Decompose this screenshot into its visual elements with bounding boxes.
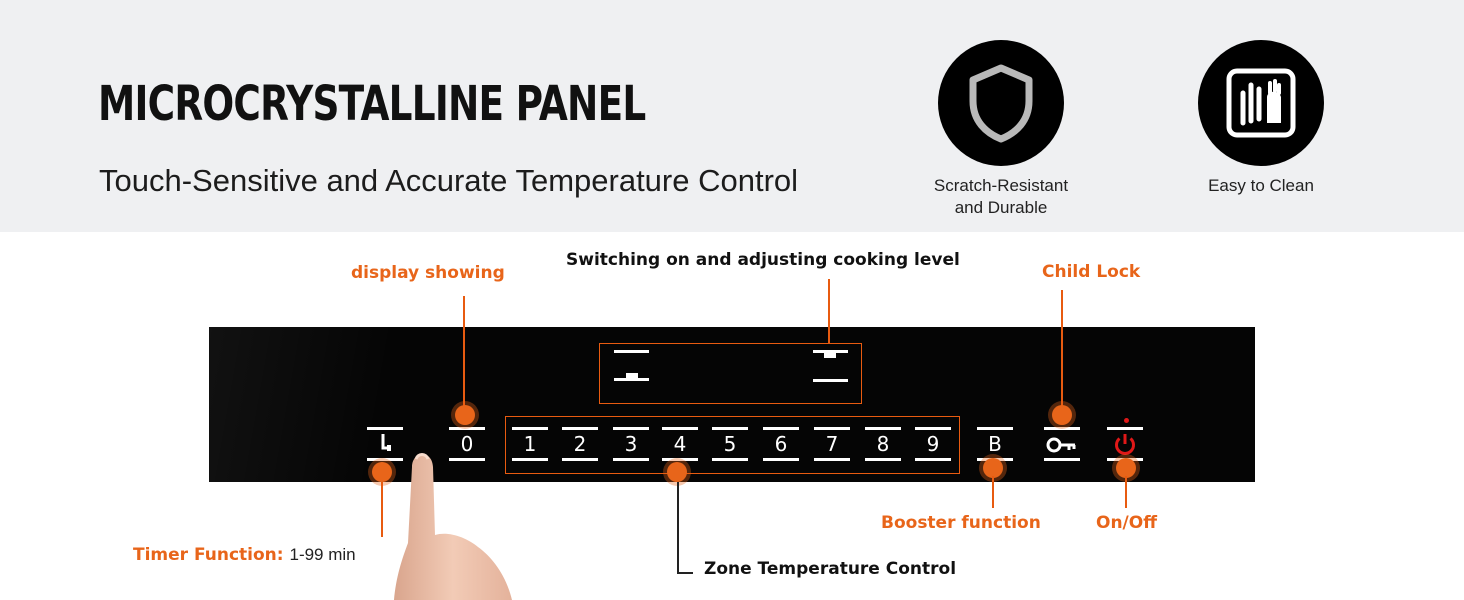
key-line	[1044, 427, 1080, 430]
callout-dot	[983, 458, 1003, 478]
key-label: 9	[926, 432, 940, 456]
key-line	[915, 427, 951, 430]
key-line	[865, 427, 901, 430]
feature-easy-clean: Easy to Clean	[1171, 40, 1351, 197]
feature-scratch-resistant: Scratch-Resistant and Durable	[911, 40, 1091, 219]
key-line	[814, 458, 850, 461]
timer-range: 1-99 min	[289, 545, 356, 564]
zone-indicator	[614, 378, 649, 381]
callout-booster: Booster function	[881, 513, 1041, 533]
key-line	[814, 427, 850, 430]
callout-dot	[455, 405, 475, 425]
cooking-level-selector	[505, 416, 960, 474]
key-line	[512, 427, 548, 430]
power-led	[1124, 418, 1129, 423]
key-line	[865, 458, 901, 461]
callout-dot	[1052, 405, 1072, 425]
callout-display-showing: display showing	[351, 263, 505, 283]
key-line	[613, 458, 649, 461]
level-key-0[interactable]: 0	[449, 427, 485, 463]
callout-line	[828, 279, 830, 343]
cooking-zone-display	[599, 343, 862, 404]
feature-caption: Scratch-Resistant and Durable	[911, 175, 1091, 219]
page-title: MICROCRYSTALLINE PANEL	[98, 76, 646, 132]
zone-indicator	[813, 379, 848, 382]
key-line	[613, 427, 649, 430]
level-key-7[interactable]: 7	[814, 427, 850, 463]
key-icon	[1046, 437, 1076, 453]
key-line	[562, 458, 598, 461]
callout-line	[1125, 476, 1127, 508]
feature-caption: Easy to Clean	[1208, 176, 1314, 195]
callout-switching: Switching on and adjusting cooking level	[566, 250, 960, 270]
timer-icon	[381, 434, 391, 451]
callout-dot	[1116, 458, 1136, 478]
callout-zone-temperature: Zone Temperature Control	[704, 559, 957, 579]
key-line	[1044, 458, 1080, 461]
panel-reflection	[209, 327, 449, 482]
shield-icon	[938, 40, 1064, 166]
key-label: 2	[573, 432, 587, 456]
key-line	[712, 427, 748, 430]
callout-on-off: On/Off	[1096, 513, 1157, 533]
zone-indicator	[824, 352, 836, 358]
callout-dot	[372, 462, 392, 482]
key-line	[915, 458, 951, 461]
level-key-6[interactable]: 6	[763, 427, 799, 463]
key-line	[562, 427, 598, 430]
key-label: 4	[673, 432, 687, 456]
key-line	[449, 427, 485, 430]
zone-indicator	[626, 373, 638, 379]
key-line	[449, 458, 485, 461]
feature-caption-line: Scratch-Resistant	[933, 176, 1069, 195]
page-subtitle: Touch-Sensitive and Accurate Temperature…	[99, 163, 799, 198]
callout-line	[677, 572, 693, 574]
finger-illustration	[394, 453, 512, 600]
callout-line	[992, 476, 994, 508]
callout-line	[677, 482, 679, 574]
callout-line	[381, 482, 383, 537]
level-key-9[interactable]: 9	[915, 427, 951, 463]
clean-hand-icon	[1198, 40, 1324, 166]
child-lock-key[interactable]	[1044, 427, 1080, 463]
callout-timer: Timer Function: 1-99 min	[133, 545, 356, 565]
key-line	[763, 427, 799, 430]
key-label: B	[988, 432, 1002, 456]
level-key-1[interactable]: 1	[512, 427, 548, 463]
level-key-5[interactable]: 5	[712, 427, 748, 463]
level-key-2[interactable]: 2	[562, 427, 598, 463]
level-key-4[interactable]: 4	[662, 427, 698, 463]
key-line	[1107, 427, 1143, 430]
key-label: 5	[723, 432, 737, 456]
key-line	[712, 458, 748, 461]
key-label: 3	[624, 432, 638, 456]
key-line	[763, 458, 799, 461]
callout-line	[1061, 290, 1063, 408]
key-line	[512, 458, 548, 461]
level-key-8[interactable]: 8	[865, 427, 901, 463]
level-key-3[interactable]: 3	[613, 427, 649, 463]
header-banner: MICROCRYSTALLINE PANEL Touch-Sensitive a…	[0, 0, 1464, 232]
key-line	[662, 458, 698, 461]
key-label: 7	[825, 432, 839, 456]
power-icon	[1115, 434, 1135, 455]
zone-indicator	[614, 350, 649, 353]
callout-dot	[667, 462, 687, 482]
zone-indicator	[813, 350, 848, 353]
key-label: 0	[460, 432, 474, 456]
key-line	[662, 427, 698, 430]
key-line	[977, 427, 1013, 430]
timer-key[interactable]	[367, 427, 403, 463]
key-label: 6	[774, 432, 788, 456]
callout-child-lock: Child Lock	[1042, 262, 1141, 282]
timer-label: Timer Function:	[133, 545, 284, 565]
key-label: 1	[523, 432, 537, 456]
control-panel	[209, 327, 1255, 482]
feature-caption-line: and Durable	[954, 198, 1048, 217]
key-line	[367, 427, 403, 430]
key-line	[367, 458, 403, 461]
callout-line	[463, 296, 465, 408]
key-label: 8	[876, 432, 890, 456]
